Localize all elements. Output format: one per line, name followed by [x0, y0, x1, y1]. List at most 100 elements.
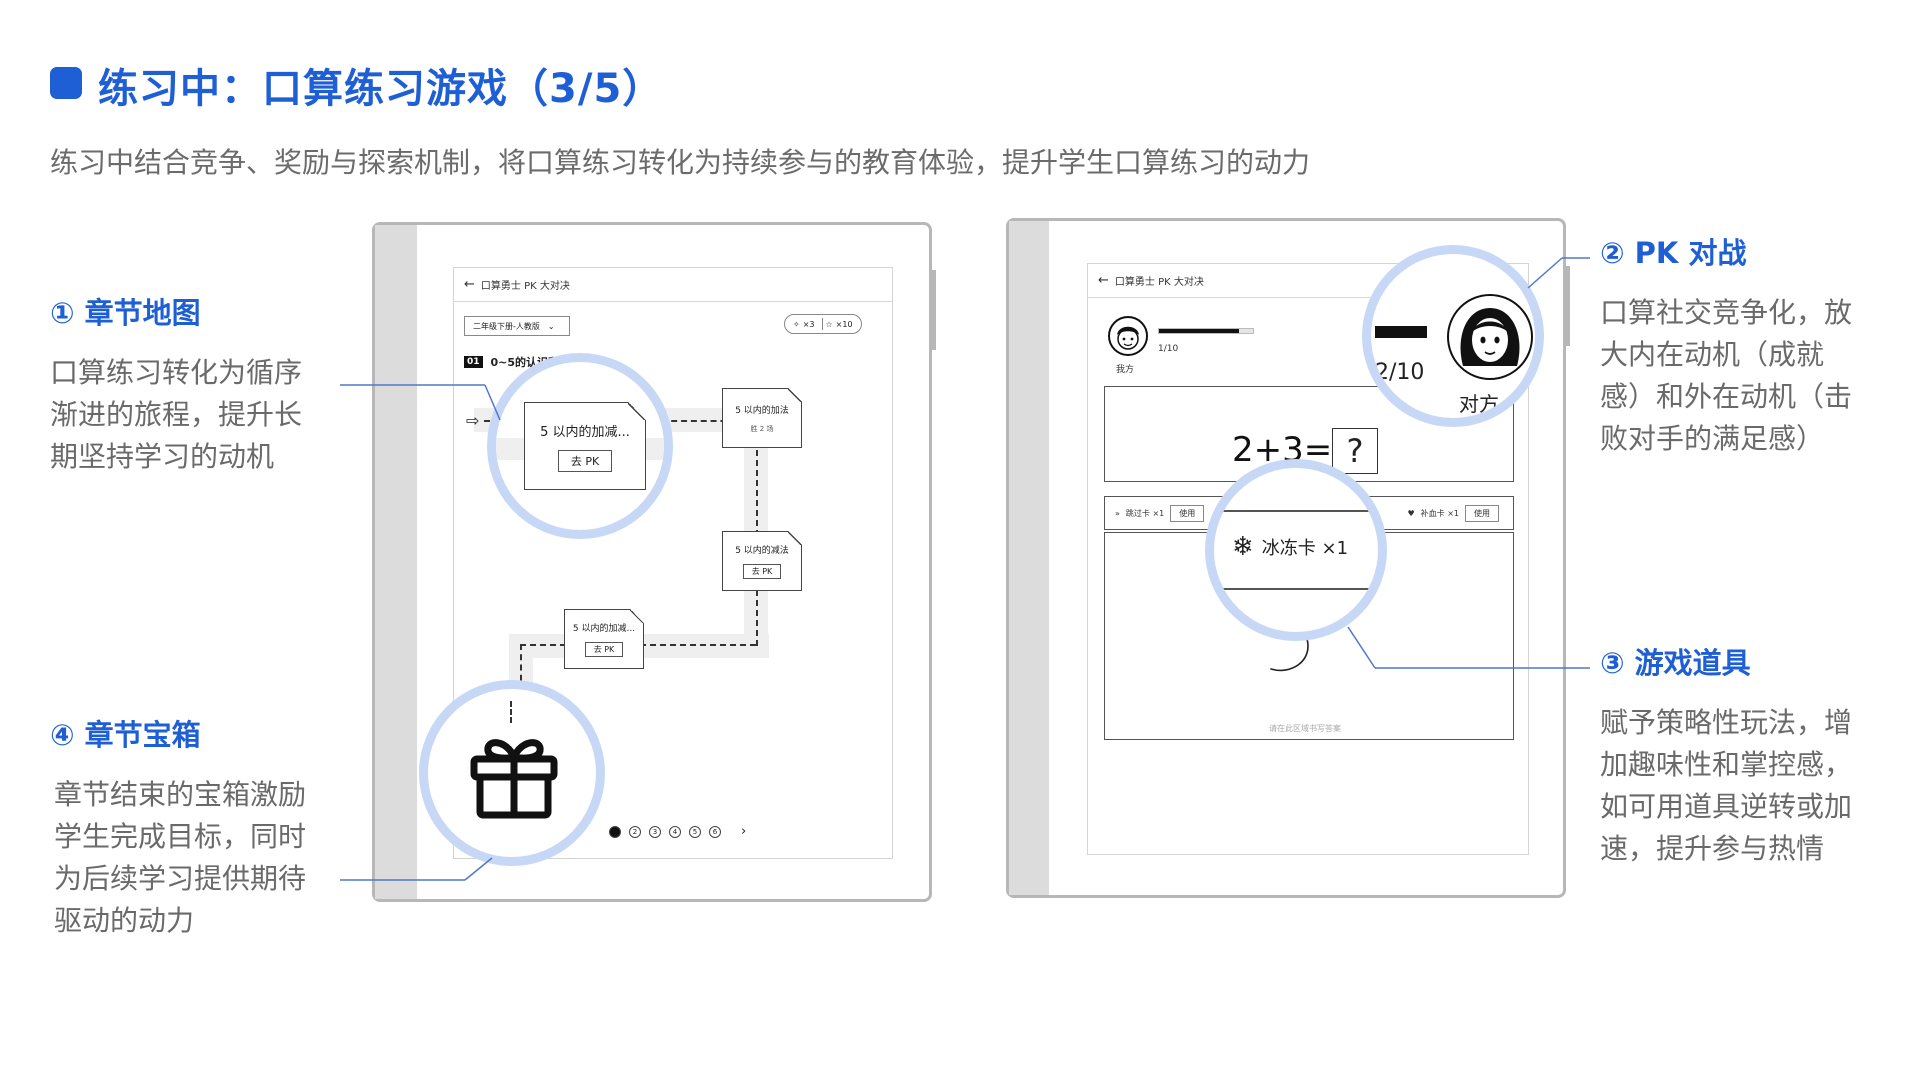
badge-divider — [821, 318, 823, 330]
card-dog-ear — [630, 609, 644, 623]
go-pk-button[interactable]: 去 PK — [557, 449, 613, 472]
app-title: 口算勇士 PK 大对决 — [1114, 277, 1204, 288]
pk-battle-line: 口算社交竞争化，放 — [1600, 296, 1853, 329]
pk-battle-title: ② PK 对战 — [1600, 236, 1747, 270]
chapter-map-line: 期坚持学习的动机 — [50, 440, 275, 473]
tablet-side-button — [1566, 266, 1570, 346]
girl-avatar-icon — [1460, 308, 1520, 366]
answer-mark: ? — [1332, 428, 1378, 474]
my-hp-fill — [1159, 329, 1239, 333]
tablet-side-button — [932, 270, 936, 350]
game-items-line: 加趣味性和掌控感， — [1600, 748, 1853, 781]
node-sub: 胜 2 场 — [750, 424, 774, 433]
back-arrow-icon[interactable]: ← — [464, 277, 475, 292]
star-count: ×10 — [835, 319, 853, 329]
title-marker — [50, 67, 82, 99]
opp-hp-fill — [1375, 326, 1427, 338]
app-title: 口算勇士 PK 大对决 — [480, 281, 570, 292]
pager-next-icon[interactable]: › — [741, 824, 747, 839]
freeze-strip-edge — [1214, 588, 1378, 590]
grade-select-value: 二年级下册-人教版 — [473, 321, 540, 331]
chapter-map-title: ① 章节地图 — [50, 296, 201, 330]
node-card-mixed[interactable]: 5 以内的加减... 去 PK — [564, 609, 644, 669]
node-card-subtraction[interactable]: 5 以内的减法 去 PK — [722, 531, 802, 591]
node-title: 5 以内的加法 — [735, 405, 789, 416]
gift-icon[interactable] — [466, 729, 562, 825]
chapter-chest-line: 为后续学习提供期待 — [54, 862, 307, 895]
node-card-current[interactable]: 5 以内的加减... 去 PK — [524, 402, 646, 490]
hint-badge: ✧×3 ☆×10 — [784, 314, 862, 334]
go-pk-button[interactable]: 去 PK — [584, 642, 624, 657]
app-header: ← 口算勇士 PK 大对决 — [1088, 264, 1528, 298]
node-card-addition[interactable]: 5 以内的加法 胜 2 场 — [722, 388, 802, 448]
opp-label: 对方 — [1459, 392, 1499, 416]
path-dash — [510, 701, 512, 723]
game-items-line: 如可用道具逆转或加 — [1600, 790, 1853, 823]
chapter-map-line: 口算练习转化为循序 — [50, 356, 303, 389]
boy-avatar-icon — [1117, 326, 1139, 350]
node-title: 5 以内的减法 — [735, 546, 789, 556]
back-arrow-icon[interactable]: ← — [1098, 273, 1109, 288]
use-heal-button[interactable]: 使用 — [1465, 504, 1499, 522]
magnifier-chapter-chest — [419, 680, 605, 866]
pager-dot[interactable]: 4 — [669, 825, 681, 838]
node-title: 5 以内的加减... — [540, 424, 630, 440]
chapter-number: 01 — [464, 356, 483, 368]
snowflake-icon: ❄ — [1232, 532, 1254, 562]
opp-progress: 2/10 — [1375, 360, 1425, 385]
game-items-title: ③ 游戏道具 — [1600, 646, 1751, 680]
pager-dot[interactable]: 5 — [689, 825, 701, 838]
hint-icon: ✧ — [793, 319, 800, 329]
page-subtitle: 练习中结合竞争、奖励与探索机制，将口算练习转化为持续参与的教育体验，提升学生口算… — [50, 146, 1311, 179]
node-title: 5 以内的加减... — [572, 624, 636, 634]
chapter-chest-title: ④ 章节宝箱 — [50, 718, 201, 752]
chapter-map-desc: 口算练习转化为循序 渐进的旅程，提升长 期坚持学习的动机 — [50, 352, 302, 478]
pager-dot[interactable]: 3 — [649, 825, 661, 838]
skip-icon: » — [1115, 508, 1120, 518]
page-title: 练习中：口算练习游戏（3/5） — [98, 66, 664, 112]
card-dog-ear — [628, 402, 646, 420]
game-items-line: 赋予策略性玩法，增 — [1600, 706, 1853, 739]
game-items-desc: 赋予策略性玩法，增 加趣味性和掌控感， 如可用道具逆转或加 速，提升参与热情 — [1600, 702, 1852, 870]
chapter-chest-line: 学生完成目标，同时 — [54, 820, 307, 853]
game-items-line: 速，提升参与热情 — [1600, 832, 1825, 865]
magnifier-opponent: 2/10 对方 — [1362, 245, 1544, 427]
pager: 2 3 4 5 6 › — [609, 824, 746, 839]
chapter-map-line: 渐进的旅程，提升长 — [50, 398, 303, 431]
pager-dot-active[interactable] — [609, 825, 621, 838]
freeze-strip-edge — [1214, 510, 1378, 512]
pager-dot[interactable]: 6 — [709, 825, 721, 838]
my-label: 我方 — [1116, 365, 1135, 375]
tablet-grip — [1009, 221, 1049, 895]
heal-icon: ♥ — [1407, 508, 1415, 518]
use-skip-button[interactable]: 使用 — [1170, 504, 1205, 522]
app-header: ← 口算勇士 PK 大对决 — [454, 268, 892, 302]
hint-count: ×3 — [802, 319, 815, 329]
chapter-chest-desc: 章节结束的宝箱激励 学生完成目标，同时 为后续学习提供期待 驱动的动力 — [54, 774, 306, 942]
pk-battle-desc: 口算社交竞争化，放 大内在动机（成就 感）和外在动机（击 败对手的满足感） — [1600, 292, 1852, 460]
skip-card-label: 跳过卡 ×1 — [1125, 508, 1165, 518]
heal-card-label: 补血卡 ×1 — [1420, 508, 1459, 518]
star-icon: ☆ — [825, 319, 833, 329]
go-pk-button[interactable]: 去 PK — [742, 564, 782, 579]
my-avatar — [1108, 316, 1148, 356]
chapter-chest-line: 驱动的动力 — [54, 904, 195, 937]
freeze-card-tool[interactable]: ❄ 冰冻卡 ×1 — [1232, 532, 1348, 562]
chapter-chest-line: 章节结束的宝箱激励 — [54, 778, 307, 811]
grade-select[interactable]: 二年级下册-人教版 ⌄ — [464, 316, 570, 336]
card-dog-ear — [788, 531, 802, 545]
card-dog-ear — [788, 388, 802, 402]
magnifier-freeze-card: ❄ 冰冻卡 ×1 — [1205, 459, 1387, 641]
answer-hint: 请在此区域书写答案 — [1269, 724, 1341, 733]
tablet-grip — [375, 225, 417, 899]
freeze-card-label: 冰冻卡 ×1 — [1261, 538, 1349, 559]
start-arrow-icon: ⇨ — [466, 411, 480, 430]
magnifier-chapter-node: 5 以内的加减... 去 PK — [487, 353, 673, 539]
my-progress: 1/10 — [1158, 344, 1179, 354]
pk-battle-line: 败对手的满足感） — [1600, 422, 1825, 455]
pk-battle-line: 感）和外在动机（击 — [1600, 380, 1853, 413]
my-hp-bar — [1158, 328, 1254, 334]
pager-dot[interactable]: 2 — [629, 825, 641, 838]
opp-avatar — [1447, 294, 1533, 380]
chevron-down-icon: ⌄ — [547, 321, 555, 331]
